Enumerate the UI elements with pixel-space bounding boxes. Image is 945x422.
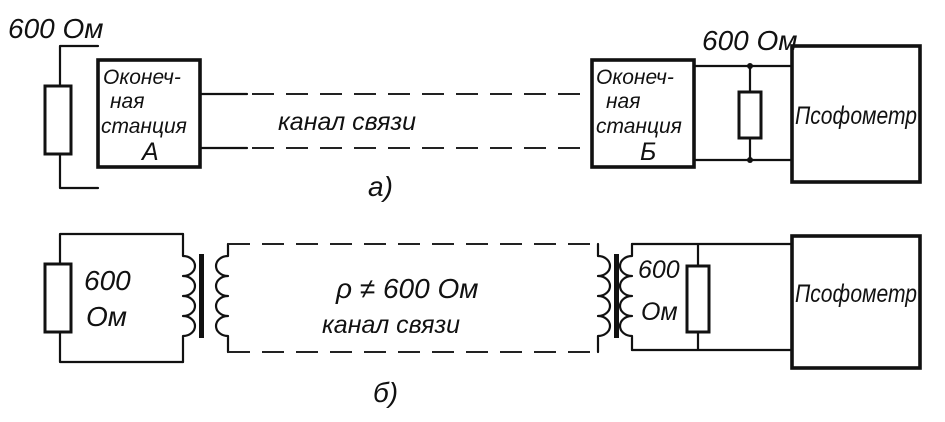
a-station-b-line-1: Оконеч- (596, 66, 674, 89)
a-station-b-box (590, 58, 696, 169)
b-left-transformer-primary (181, 232, 197, 364)
b-left-transformer-secondary (214, 242, 230, 354)
b-impedance-label: ρ ≠ 600 Ом (335, 273, 478, 304)
b-right-resistor (685, 264, 711, 334)
a-junction-top (747, 63, 753, 69)
a-caption: а) (368, 171, 393, 202)
a-left-resistor (43, 84, 73, 156)
a-right-resistor (737, 90, 763, 140)
a-station-a-line-3: станция (101, 115, 187, 138)
b-left-resistor-label-2: Ом (86, 301, 127, 332)
a-station-b-letter: Б (640, 138, 656, 166)
b-channel-label: канал связи (322, 311, 460, 339)
a-left-resistor-label: 600 Ом (8, 13, 103, 44)
b-left-transformer-core (199, 254, 204, 338)
diagram-b: 600 Ом ρ ≠ 600 Ом канал связи 600 Ом Псо… (43, 232, 922, 408)
b-left-loop-wire (58, 232, 185, 364)
a-right-resistor-label: 600 Ом (702, 25, 797, 56)
b-right-transformer-core (614, 254, 619, 338)
a-psophometer-label: Псофометр (795, 102, 917, 130)
a-junction-bottom (747, 157, 753, 163)
diagram-a: 600 Ом Оконеч- ная станция А канал связи… (8, 13, 922, 202)
a-station-a-letter: А (140, 138, 159, 166)
b-right-transformer-secondary (618, 242, 634, 352)
b-psophometer-label: Псофометр (795, 280, 917, 308)
a-station-b-line-3: станция (596, 115, 682, 138)
a-psophometer-box (790, 44, 922, 184)
a-channel-label: канал связи (278, 108, 416, 136)
b-caption: б) (373, 377, 398, 408)
b-left-resistor-label-1: 600 (84, 265, 131, 296)
a-station-a-box (96, 58, 202, 169)
b-psophometer-box (790, 234, 922, 370)
a-station-a-line-2: ная (110, 90, 144, 113)
a-station-a-line-1: Оконеч- (103, 66, 181, 89)
b-right-resistor-label-2: Ом (641, 298, 678, 326)
b-right-resistor-label-1: 600 (638, 256, 680, 284)
b-left-resistor (43, 262, 73, 334)
a-station-b-line-2: ная (606, 90, 640, 113)
b-right-transformer-primary (596, 242, 612, 354)
